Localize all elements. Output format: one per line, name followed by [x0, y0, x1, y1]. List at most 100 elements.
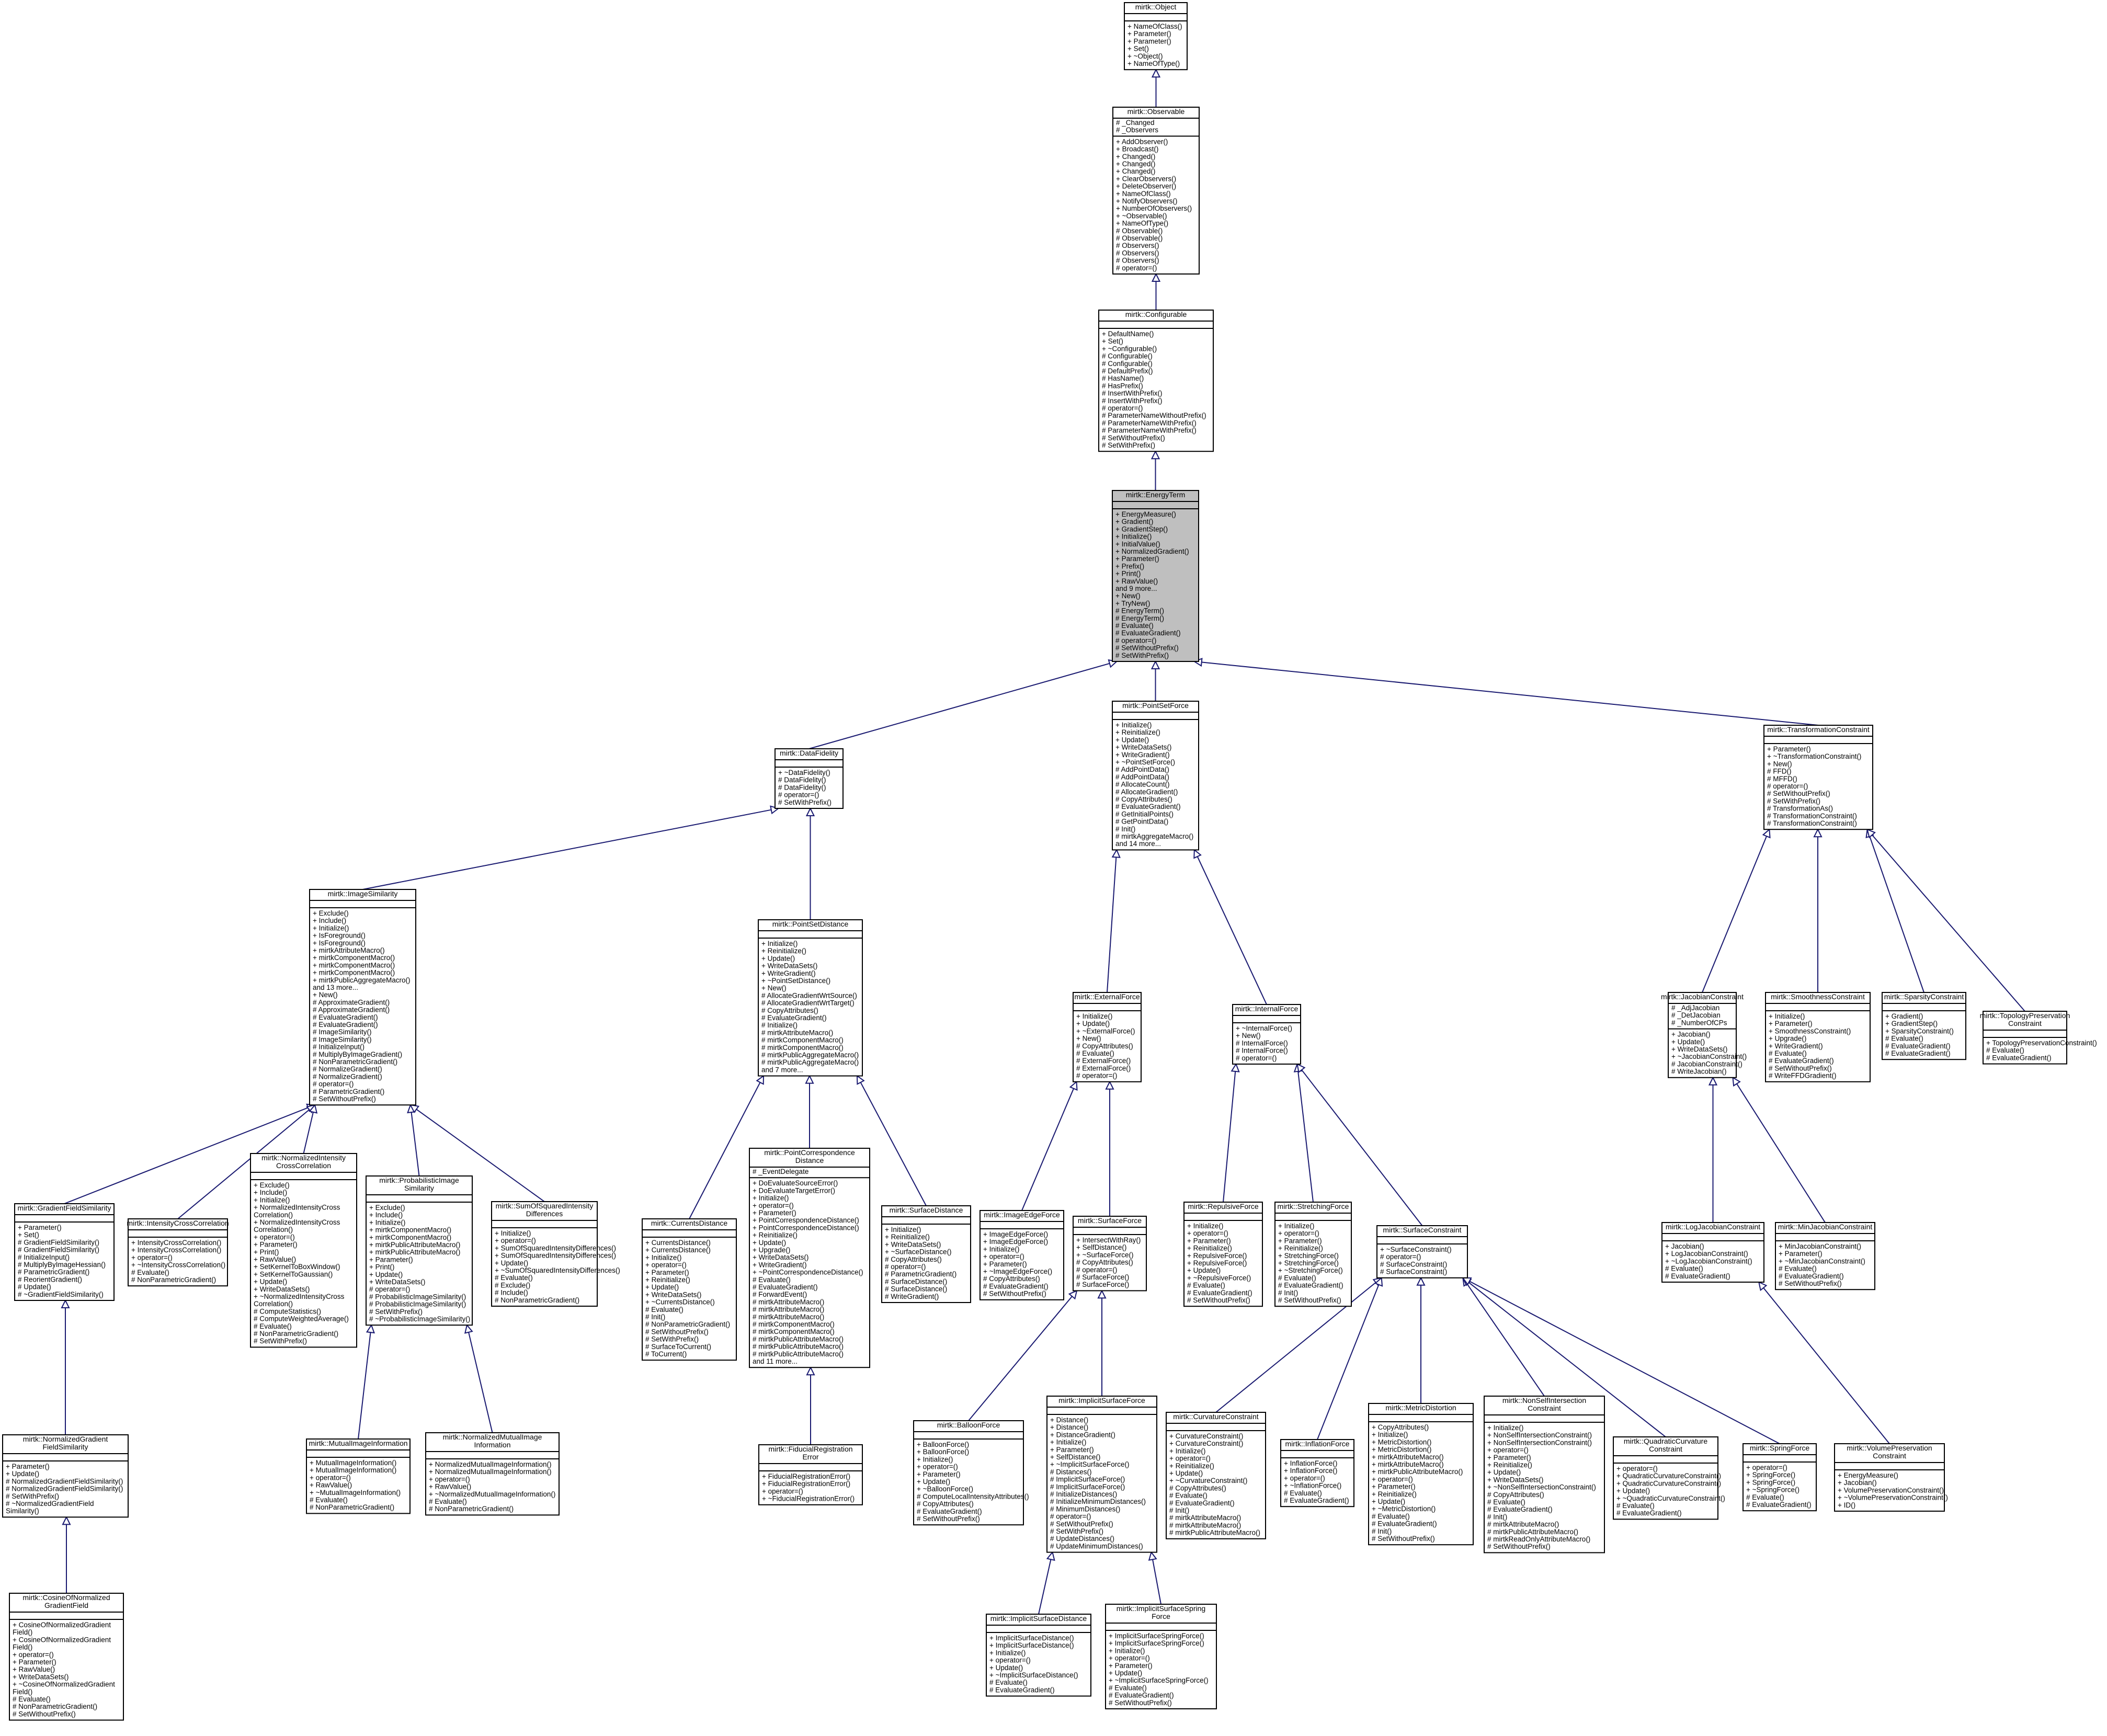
class-method: + operator=(): [753, 1202, 794, 1209]
class-node-topologypreservationconstraint[interactable]: mirtk::TopologyPreservationConstraint+ T…: [1980, 1011, 2097, 1065]
inheritance-arrowhead: [1148, 1551, 1157, 1561]
class-node-stretchingforce[interactable]: mirtk::StretchingForce+ Initialize()+ op…: [1274, 1202, 1352, 1307]
class-node-springforce[interactable]: mirtk::SpringForce+ operator=()+ SpringF…: [1742, 1443, 1817, 1512]
class-method: # SetWithoutPrefix(): [1769, 1064, 1832, 1072]
class-name: Force: [1152, 1612, 1170, 1620]
class-node-intensitycrosscorrelation[interactable]: mirtk::IntensityCrossCorrelation+ Intens…: [127, 1218, 229, 1287]
class-method: + Initialize(): [1169, 1447, 1205, 1455]
class-method: + mirtkComponentMacro(): [369, 1234, 451, 1241]
class-method: + mirtkPublicAttributeMacro(): [369, 1241, 460, 1249]
class-method: + operator=(): [310, 1474, 351, 1481]
class-method: # SurfaceDistance(): [885, 1285, 947, 1293]
class-node-surfacedistance[interactable]: mirtk::SurfaceDistance+ Initialize()+ Re…: [881, 1205, 971, 1303]
class-node-minjacobianconstraint[interactable]: mirtk::MinJacobianConstraint+ MinJacobia…: [1775, 1222, 1875, 1290]
class-method: # ComputeLocalIntensityAttributes(): [917, 1492, 1029, 1500]
class-method: # ReorientGradient(): [18, 1275, 82, 1283]
class-box: [9, 1593, 124, 1721]
class-node-quadraticcurvatureconstraint[interactable]: mirtk::QuadraticCurvatureConstraint+ ope…: [1613, 1436, 1725, 1520]
class-node-pointcorrespondencedistance[interactable]: mirtk::PointCorrespondenceDistance# _Eve…: [749, 1148, 870, 1368]
class-method: # SetWithPrefix(): [254, 1337, 307, 1345]
class-method: # SurfaceForce(): [1076, 1281, 1129, 1288]
class-node-imagesimilarity[interactable]: mirtk::ImageSimilarity+ Exclude()+ Inclu…: [309, 889, 416, 1106]
class-node-metricdistortion[interactable]: mirtk::MetricDistortion+ CopyAttributes(…: [1368, 1403, 1474, 1546]
class-node-currentsdistance[interactable]: mirtk::CurrentsDistance+ CurrentsDistanc…: [642, 1218, 737, 1361]
inheritance-arrowhead: [1069, 1080, 1078, 1091]
class-node-normalizedmutualimageinformation[interactable]: mirtk::NormalizedMutualImageInformation+…: [425, 1432, 560, 1516]
class-method: + New(): [313, 991, 338, 999]
class-node-surfaceconstraint[interactable]: mirtk::SurfaceConstraint+ ~SurfaceConstr…: [1376, 1225, 1468, 1278]
class-node-configurable[interactable]: mirtk::Configurable+ DefaultName()+ Set(…: [1098, 310, 1214, 452]
class-method: # NonParametricGradient(): [495, 1296, 579, 1304]
class-method: # EvaluateGradient(): [1109, 1692, 1174, 1699]
class-node-curvatureconstraint[interactable]: mirtk::CurvatureConstraint+ CurvatureCon…: [1166, 1412, 1266, 1539]
class-method: # Configurable(): [1102, 360, 1153, 368]
class-method: + operator=(): [13, 1651, 54, 1659]
class-node-pointsetdistance[interactable]: mirtk::PointSetDistance+ Initialize()+ R…: [758, 919, 863, 1077]
class-node-cosineofnormalizedgradientfield[interactable]: mirtk::CosineOfNormalizedGradientField+ …: [9, 1593, 124, 1721]
class-method: + Initialize(): [1109, 1647, 1145, 1654]
class-node-sparsityconstraint[interactable]: mirtk::SparsityConstraint+ Gradient()+ G…: [1882, 992, 1966, 1060]
class-method: + New(): [1076, 1035, 1101, 1043]
class-method: # operator=(): [1050, 1513, 1091, 1521]
class-method: # mirtkAttributeMacro(): [761, 1029, 833, 1036]
class-method: # Evaluate(): [1169, 1492, 1208, 1500]
class-method: # Evaluate(): [753, 1276, 791, 1284]
class-node-object[interactable]: mirtk::Object+ NameOfClass()+ Parameter(…: [1124, 2, 1188, 71]
class-method: + Parameter(): [1127, 37, 1171, 45]
class-box: [758, 1444, 863, 1505]
class-method: # mirtkPublicAttributeMacro(): [753, 1343, 844, 1351]
class-method: # SetWithoutPrefix(): [917, 1515, 980, 1523]
class-method: + QuadraticCurvatureConstraint(): [1616, 1472, 1721, 1480]
class-node-internalforce[interactable]: mirtk::InternalForce+ ~InternalForce()+ …: [1232, 1004, 1301, 1065]
class-node-inflationforce[interactable]: mirtk::InflationForce+ InflationForce()+…: [1280, 1439, 1354, 1507]
class-node-pointsetforce[interactable]: mirtk::PointSetForce+ Initialize()+ Rein…: [1112, 701, 1199, 851]
class-node-implicitsurfaceforce[interactable]: mirtk::ImplicitSurfaceForce+ Distance()+…: [1046, 1396, 1157, 1553]
inheritance-edge: [1702, 836, 1767, 993]
class-node-repulsiveforce[interactable]: mirtk::RepulsiveForce+ Initialize()+ ope…: [1183, 1202, 1263, 1307]
class-node-surfaceforce[interactable]: mirtk::SurfaceForce+ IntersectWithRay()+…: [1073, 1216, 1147, 1292]
class-node-probabilisticimagesimilarity[interactable]: mirtk::ProbabilisticImageSimilarity+ Exc…: [366, 1175, 473, 1326]
class-method: # EvaluateGradient(): [761, 1014, 827, 1022]
class-node-observable[interactable]: mirtk::Observable# _Changed# _Observers+…: [1112, 107, 1200, 275]
class-method: + ~QuadraticCurvatureConstraint(): [1616, 1494, 1725, 1502]
class-method: # SetWithoutPrefix(): [645, 1328, 709, 1335]
class-node-implicitsurfacedistance[interactable]: mirtk::ImplicitSurfaceDistance+ Implicit…: [986, 1614, 1091, 1697]
class-method: + Parameter(): [13, 1658, 56, 1666]
class-method: + RepulsiveForce(): [1187, 1252, 1247, 1260]
class-method: + Initialize(): [1115, 533, 1152, 541]
class-node-datafidelity[interactable]: mirtk::DataFidelity+ ~DataFidelity()# Da…: [775, 748, 844, 809]
class-node-sumofsquaredintensitydifferences[interactable]: mirtk::SumOfSquaredIntensityDifferences+…: [491, 1201, 620, 1307]
class-name: GradientField: [44, 1601, 88, 1609]
class-method: # Init(): [645, 1313, 665, 1321]
class-name: mirtk::ImageEdgeForce: [984, 1210, 1060, 1219]
class-method: # InitializeInput(): [18, 1253, 70, 1261]
class-method: # SetWithoutPrefix(): [1767, 790, 1830, 797]
class-node-mutualimageinformation[interactable]: mirtk::MutualImageInformation+ MutualIma…: [306, 1438, 411, 1514]
class-box: [1112, 701, 1199, 851]
class-attribute: # _Changed: [1116, 119, 1155, 127]
class-node-balloonforce[interactable]: mirtk::BalloonForce+ BalloonForce()+ Bal…: [913, 1420, 1029, 1526]
inheritance-edge: [1297, 1071, 1314, 1203]
class-node-volumepreservationconstraint[interactable]: mirtk::VolumePreservationConstraint+ Ene…: [1834, 1443, 1948, 1512]
class-method: + ~PointCorrespondenceDistance(): [753, 1269, 863, 1276]
class-method: # SetWithoutPrefix(): [1278, 1296, 1341, 1304]
class-node-imageedgeforce[interactable]: mirtk::ImageEdgeForce+ ImageEdgeForce()+…: [980, 1210, 1064, 1300]
class-method: + NameOfType(): [1116, 220, 1168, 227]
class-method: + Parameter(): [1372, 1483, 1416, 1491]
class-node-externalforce[interactable]: mirtk::ExternalForce+ Initialize()+ Upda…: [1073, 992, 1142, 1082]
class-node-nonselfintersectionconstraint[interactable]: mirtk::NonSelfIntersectionConstraint+ In…: [1484, 1396, 1605, 1554]
class-node-transformationconstraint[interactable]: mirtk::TransformationConstraint+ Paramet…: [1763, 725, 1873, 830]
class-node-smoothnessconstraint[interactable]: mirtk::SmoothnessConstraint+ Initialize(…: [1765, 992, 1871, 1082]
class-method: + Update(): [1109, 1669, 1142, 1677]
class-node-normalizedintensitycrosscorrelation[interactable]: mirtk::NormalizedIntensityCrossCorrelati…: [250, 1153, 357, 1348]
class-method: + ~CurrentsDistance(): [645, 1298, 715, 1306]
class-node-jacobianconstraint[interactable]: mirtk::JacobianConstraint# _AdjJacobian#…: [1661, 992, 1747, 1078]
class-node-normalizedgradientfieldsimilarity[interactable]: mirtk::NormalizedGradientFieldSimilarity…: [2, 1434, 129, 1518]
class-node-energyterm[interactable]: mirtk::EnergyTerm+ EnergyMeasure()+ Grad…: [1112, 490, 1199, 662]
class-method: # CopyAttributes(): [1115, 795, 1172, 803]
class-node-implicitsurfacespringforce[interactable]: mirtk::ImplicitSurfaceSpringForce+ Impli…: [1105, 1604, 1217, 1709]
class-node-fiducialregistrationerror[interactable]: mirtk::FiducialRegistrationError+ Fiduci…: [758, 1444, 863, 1505]
class-node-gradientfieldsimilarity[interactable]: mirtk::GradientFieldSimilarity+ Paramete…: [14, 1203, 115, 1301]
class-method: + NormalizedMutualImageInformation(): [429, 1460, 551, 1468]
class-node-logjacobianconstraint[interactable]: mirtk::LogJacobianConstraint+ Jacobian()…: [1661, 1222, 1764, 1283]
